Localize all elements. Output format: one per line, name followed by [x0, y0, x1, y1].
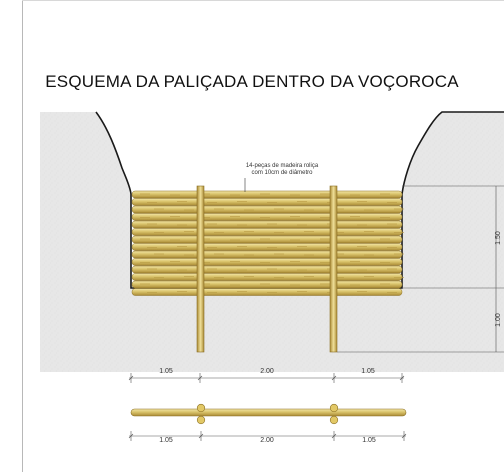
post-right [329, 185, 338, 353]
dim-left-span: 1.05 [159, 368, 173, 375]
plan-dimension-line [128, 431, 407, 441]
plan-dim-center-span: 2.00 [260, 437, 274, 444]
plan-post-left-top [196, 403, 206, 413]
log-5 [131, 220, 403, 229]
plan-post-left-bottom [196, 415, 206, 425]
vertical-dimension [337, 185, 504, 353]
log-10 [131, 258, 403, 266]
sheet-border [22, 0, 504, 472]
plan-dim-left-span: 1.05 [159, 437, 173, 444]
log-11 [131, 265, 403, 274]
plan-post-right-bottom [329, 415, 339, 425]
log-12 [131, 273, 403, 281]
log-1 [131, 190, 403, 199]
post-left [196, 185, 205, 353]
dim-right-span: 1.05 [361, 368, 375, 375]
plan-dim-right-span: 1.05 [362, 437, 376, 444]
dim-height-lower: 1.00 [495, 313, 502, 327]
log-13 [131, 280, 403, 289]
plan-view [130, 403, 407, 425]
log-14 [131, 288, 403, 296]
log-4 [131, 213, 403, 221]
dim-center-span: 2.00 [260, 368, 274, 375]
annotation-line-1: 14-peças de madeira roliça [246, 163, 319, 169]
log-2 [131, 198, 403, 206]
plan-post-right-top [329, 403, 339, 413]
log-6 [131, 228, 403, 236]
ground-section [40, 112, 504, 372]
drawing-title: ESQUEMA DA PALIÇADA DENTRO DA VOÇOROCA [45, 72, 459, 91]
log-9 [131, 250, 403, 259]
annotation-line-2: com 10cm de diâmetro [251, 170, 313, 176]
horizontal-logs [131, 190, 404, 296]
sheet-top-border [22, 0, 504, 1]
plan-log [130, 408, 407, 417]
elevation-dimension-line [128, 373, 405, 383]
dim-height-upper: 1.50 [495, 231, 502, 245]
log-8 [131, 243, 403, 251]
log-3 [131, 205, 403, 214]
log-7 [131, 235, 403, 244]
